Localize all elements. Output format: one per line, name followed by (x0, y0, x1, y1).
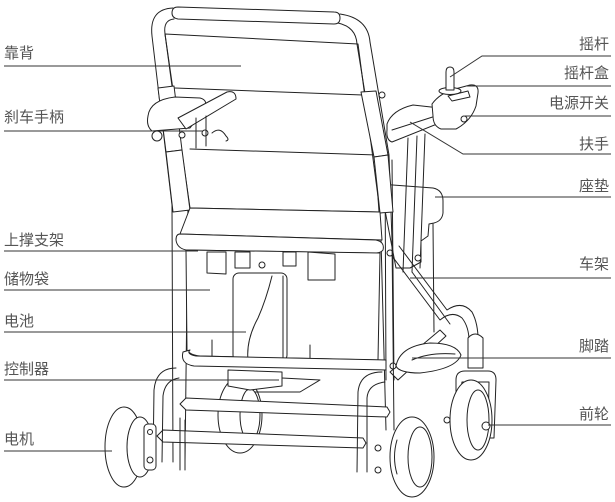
controller (227, 369, 321, 393)
left-rear-frame (104, 367, 186, 488)
right-rear-frame (356, 371, 435, 498)
cross-bars (156, 397, 391, 449)
joystick (438, 66, 462, 95)
brake-handle (147, 91, 237, 149)
seat (175, 207, 384, 254)
label-power-switch: 电源开关 (548, 94, 609, 112)
upper-support-frame (182, 349, 387, 371)
label-frame: 车架 (578, 255, 609, 273)
label-motor: 电机 (4, 430, 35, 448)
label-footrest: 脚踏 (578, 337, 609, 355)
frame-diagonal (384, 133, 479, 381)
label-brake-handle: 刹车手柄 (4, 108, 65, 126)
label-upper-support: 上撑支架 (4, 231, 65, 249)
leader-lines-left (4, 65, 279, 452)
front-caster-wheel (443, 333, 497, 461)
joystick-box (431, 84, 479, 130)
label-controller: 控制器 (4, 360, 50, 378)
footrest (389, 329, 462, 381)
leader-lines-right (409, 55, 611, 426)
label-armrest: 扶手 (578, 135, 609, 153)
label-joystick-box: 摇杆盒 (563, 64, 609, 82)
label-storage-bag: 储物袋 (4, 270, 50, 288)
label-backrest: 靠背 (4, 44, 35, 62)
battery (232, 272, 288, 362)
seat-cushion-side (379, 183, 444, 333)
label-joystick: 摇杆 (578, 35, 609, 53)
label-seat-cushion: 座垫 (578, 177, 609, 195)
label-front-wheel: 前轮 (578, 405, 609, 423)
power-switch-knob (460, 115, 468, 123)
label-battery: 电池 (4, 312, 35, 330)
